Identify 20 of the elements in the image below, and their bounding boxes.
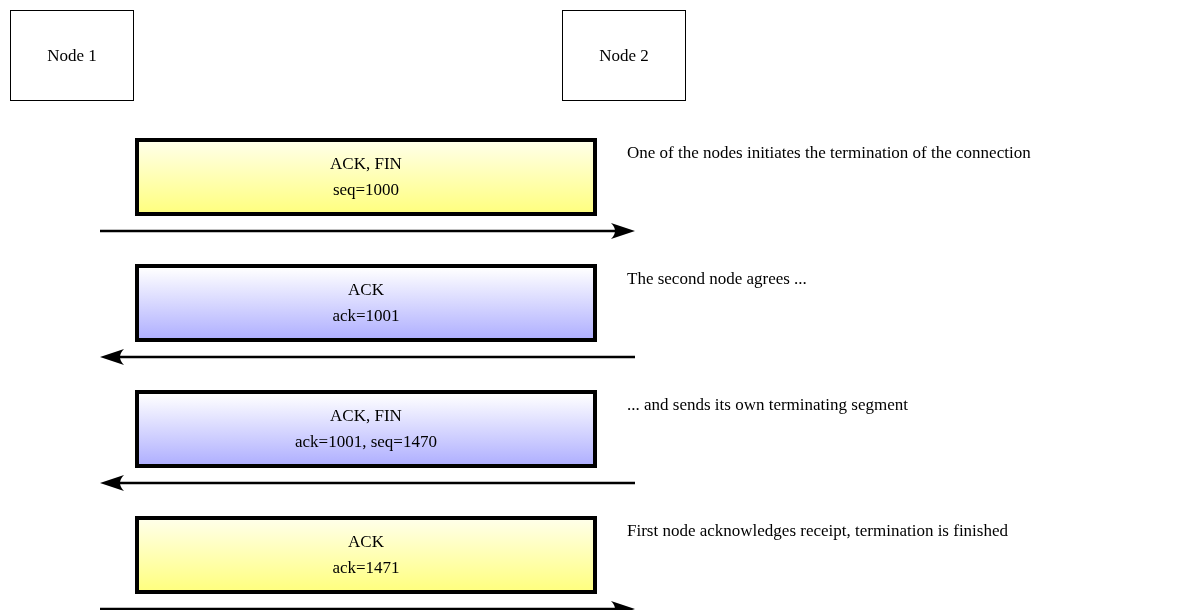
node-label: Node 1 [47, 44, 97, 67]
description-text: ... and sends its own terminating segment [627, 394, 909, 416]
description-text: One of the nodes initiates the termination of the connection [627, 142, 1032, 164]
description-text: The second node agrees ... [627, 268, 808, 290]
node-label: Node 2 [599, 44, 649, 67]
segment-flags: ACK [348, 279, 384, 301]
node-box [562, 10, 686, 101]
segment-flags: ACK [348, 531, 384, 553]
segment-fields: ack=1471 [332, 555, 400, 581]
segment-flags: ACK, FIN [330, 405, 402, 427]
segment-fields: ack=1001, seq=1470 [295, 429, 437, 455]
segment-box [135, 138, 597, 216]
segment-fields: ack=1001 [332, 303, 400, 329]
segment-flags: ACK, FIN [330, 153, 402, 175]
segment-box [135, 516, 597, 594]
segment-box [135, 264, 597, 342]
segment-box [135, 390, 597, 468]
description-text: First node acknowledges receipt, termination is finished [627, 520, 1009, 542]
node-box [10, 10, 134, 101]
segment-fields: seq=1000 [332, 177, 400, 203]
